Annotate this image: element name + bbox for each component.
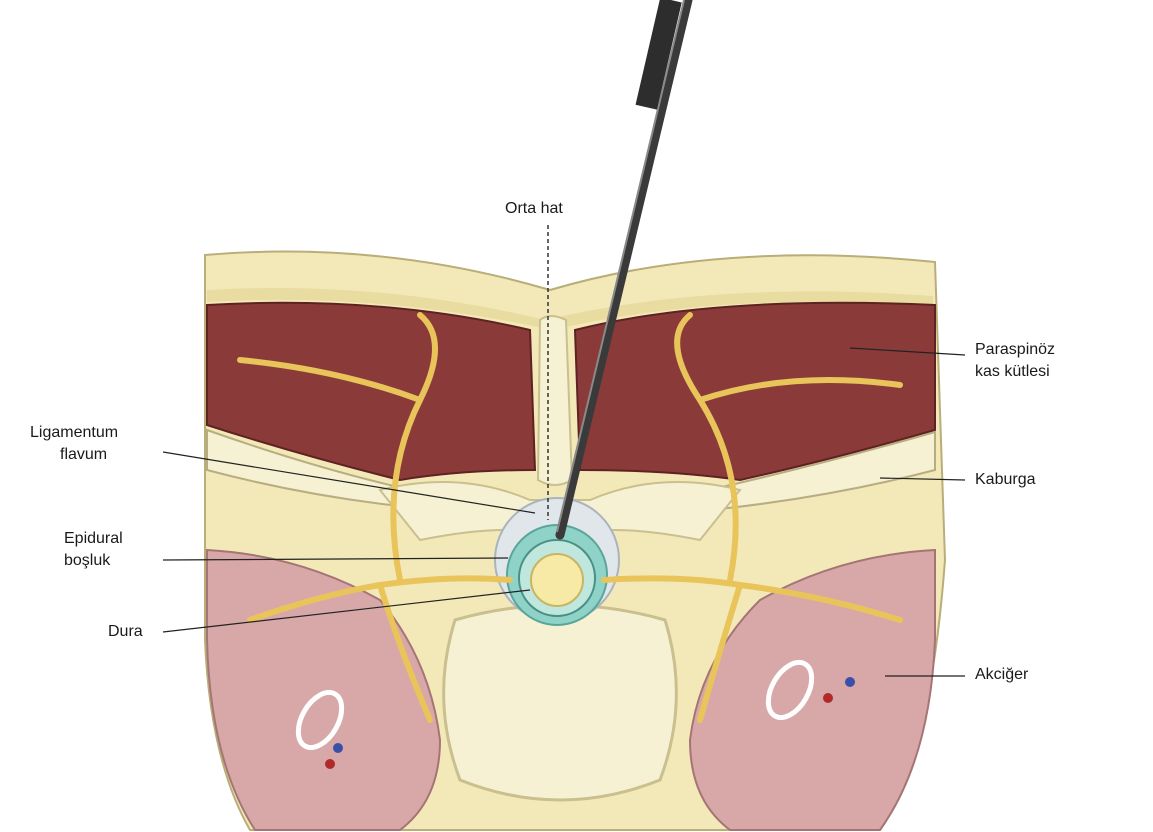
vessel-dot-blue-right [845,677,855,687]
vertebral-body [444,605,677,800]
vessel-dot-blue-left [333,743,343,753]
label-epidural-line2: boşluk [64,550,123,572]
vessel-dot-red-right [823,693,833,703]
label-paraspinous: Paraspinöz kas kütlesi [975,339,1055,383]
label-rib: Kaburga [975,469,1036,491]
label-lung: Akciğer [975,664,1028,686]
label-epidural: Epidural boşluk [64,528,123,572]
label-ligamentum-line2: flavum [30,444,118,466]
label-paraspinous-line1: Paraspinöz [975,339,1055,361]
label-ligamentum: Ligamentum flavum [30,422,118,466]
label-dura: Dura [108,621,143,643]
label-epidural-line1: Epidural [64,528,123,550]
label-midline: Orta hat [505,198,563,220]
label-ligamentum-line1: Ligamentum [30,422,118,444]
spinal-cord [531,554,583,606]
spinous-process [538,316,572,485]
vessel-dot-red-left [325,759,335,769]
label-paraspinous-line2: kas kütlesi [975,361,1055,383]
